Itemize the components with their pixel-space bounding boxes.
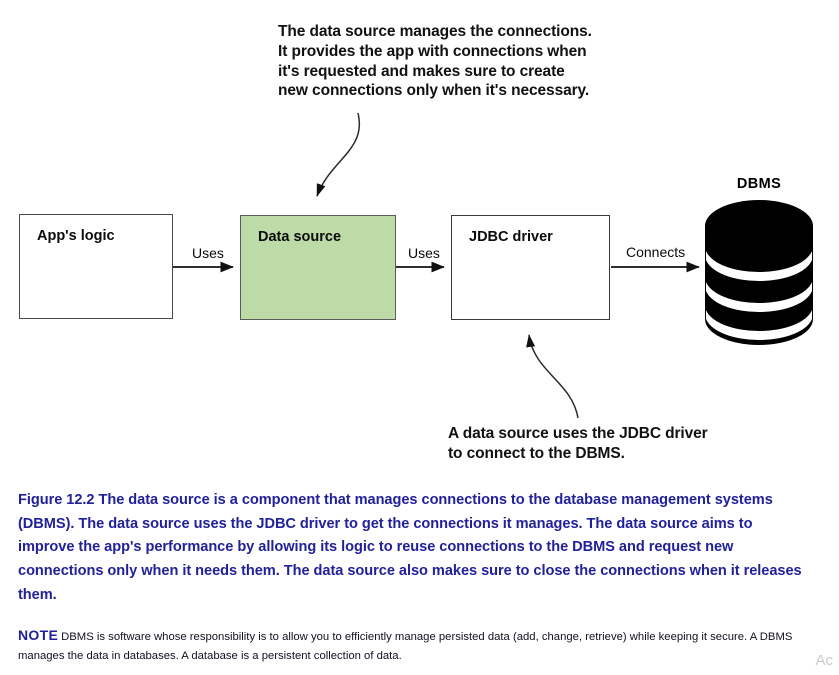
node-app-logic-label: App's logic (37, 228, 115, 244)
figure-caption: Figure 12.2 The data source is a compone… (18, 492, 802, 603)
note-label: NOTE (18, 627, 59, 643)
leader-line-bottom-callout (526, 334, 579, 419)
node-dbms-label: DBMS (736, 176, 782, 192)
database-cylinder-icon (705, 200, 813, 345)
node-data-source: Data source (240, 215, 396, 320)
edge-label-uses-app-to-datasource: Uses (192, 245, 224, 261)
node-data-source-label: Data source (258, 229, 342, 245)
note-text: DBMS is software whose responsibility is… (18, 631, 793, 662)
edge-label-uses-datasource-to-jdbc: Uses (408, 245, 440, 261)
node-jdbc-driver: JDBC driver (451, 215, 610, 320)
node-jdbc-driver-label: JDBC driver (469, 229, 553, 245)
node-dbms: DBMS (703, 176, 815, 348)
annotation-callout-data-source: The data source manages the connections.… (278, 23, 592, 100)
page-corner-artifact: Ac (815, 652, 833, 669)
annotation-callout-jdbc-driver: A data source uses the JDBC driver to co… (448, 425, 708, 462)
edge-label-connects-jdbc-to-dbms: Connects (626, 244, 686, 260)
leader-line-top-callout (316, 112, 361, 197)
node-app-logic: App's logic (19, 214, 173, 319)
